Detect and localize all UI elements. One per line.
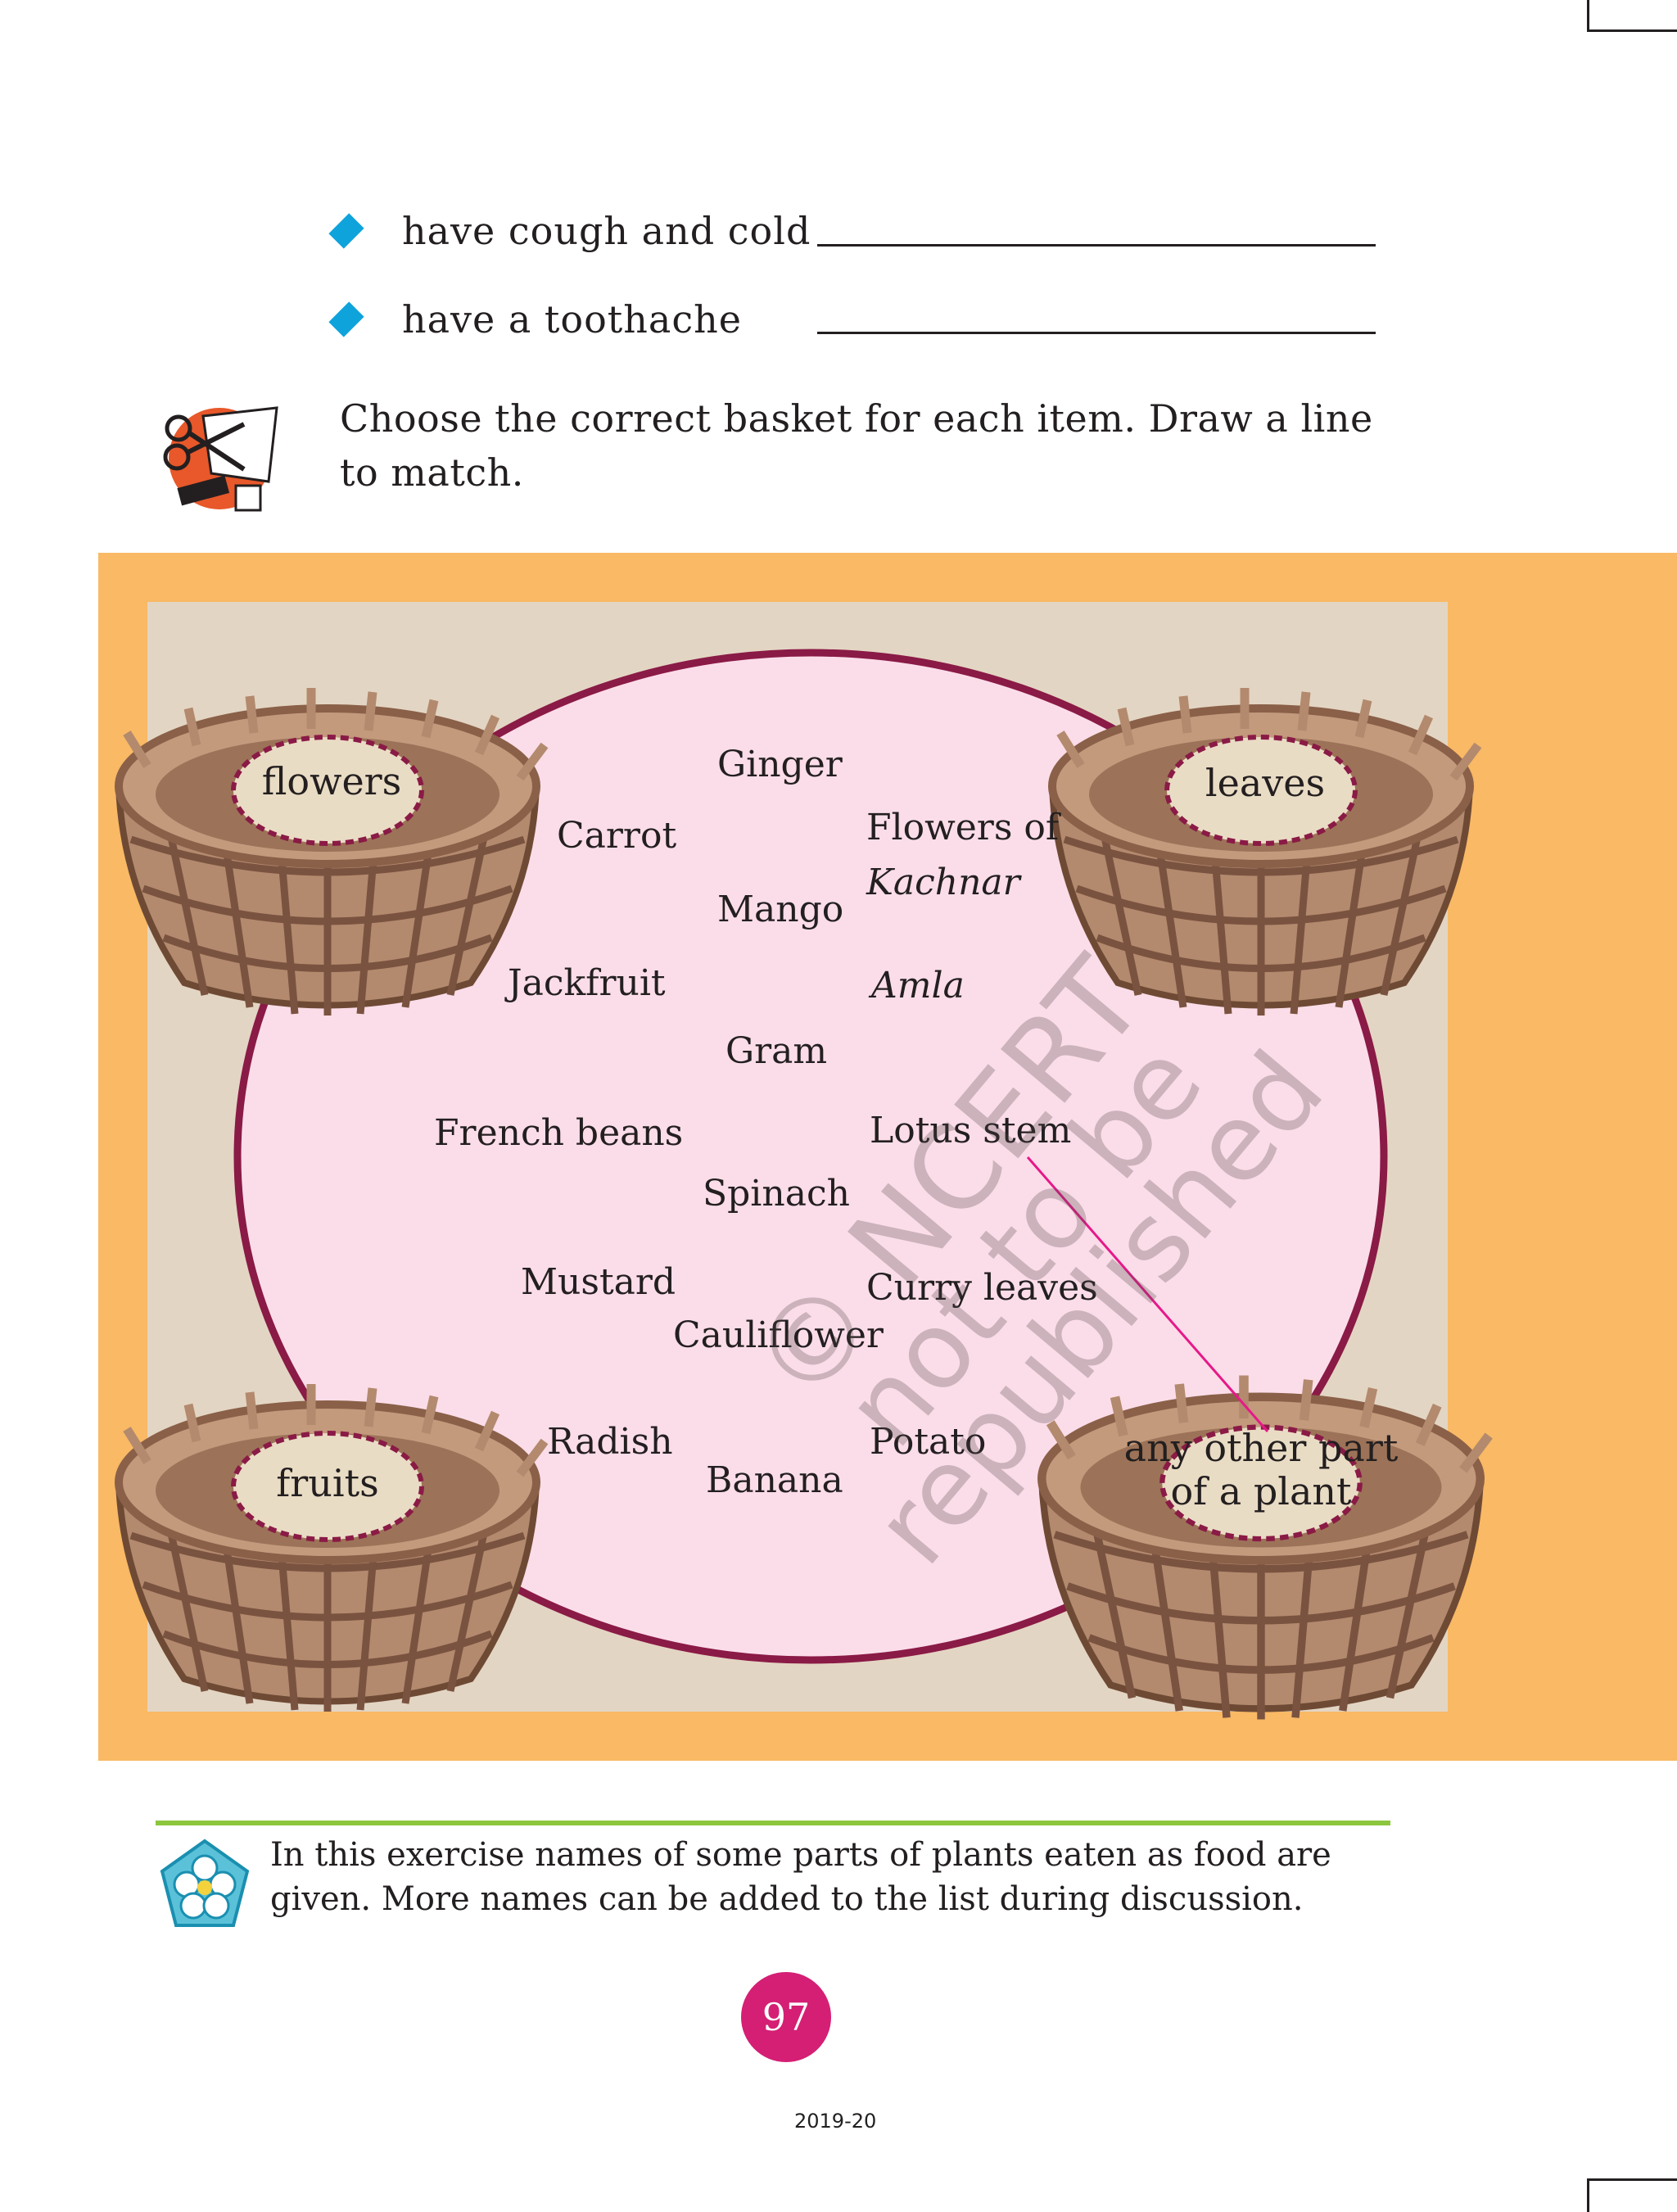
- food-item-ginger[interactable]: Ginger: [717, 744, 843, 785]
- food-item-potato[interactable]: Potato: [870, 1421, 987, 1463]
- food-item-cauliflower[interactable]: Cauliflower: [673, 1314, 884, 1356]
- basket-flowers: [119, 688, 545, 1016]
- food-item-spinach[interactable]: Spinach: [703, 1173, 850, 1215]
- note-divider: [156, 1821, 1390, 1825]
- answer-blank[interactable]: [817, 244, 1376, 247]
- basket-label-flowers: flowers: [261, 759, 402, 803]
- food-item-banana[interactable]: Banana: [706, 1459, 843, 1501]
- flower-note-icon: [160, 1839, 250, 1927]
- page-number-badge: 97: [741, 1972, 831, 2062]
- basket-label-leaves: leaves: [1205, 761, 1326, 805]
- teacher-note: In this exercise names of some parts of …: [270, 1836, 1331, 1918]
- food-item-french-beans[interactable]: French beans: [434, 1112, 684, 1154]
- food-item-mango[interactable]: Mango: [717, 889, 844, 930]
- basket-fruits: [119, 1384, 545, 1712]
- scissors-paper-icon: [163, 406, 278, 512]
- food-item-lotus-stem[interactable]: Lotus stem: [870, 1110, 1072, 1151]
- food-item-gram[interactable]: Gram: [725, 1030, 828, 1072]
- bullet-text: have a toothache: [402, 297, 742, 342]
- food-item-jackfruit[interactable]: Jackfruit: [508, 962, 666, 1004]
- bullet-item-toothache: have a toothache: [328, 295, 742, 344]
- basket-label-fruits: fruits: [276, 1461, 379, 1505]
- food-item-amla[interactable]: Amla: [871, 965, 965, 1006]
- basket-label-other-1: any other part: [1123, 1426, 1399, 1470]
- bullet-text: have cough and cold: [402, 209, 811, 253]
- food-item-kachnar[interactable]: Kachnar: [866, 862, 1020, 903]
- food-item-curry-leaves[interactable]: Curry leaves: [866, 1267, 1098, 1309]
- answer-blank[interactable]: [817, 332, 1376, 334]
- food-item-carrot[interactable]: Carrot: [557, 815, 677, 857]
- crop-mark-bottom-right: [1587, 2178, 1677, 2212]
- instruction-text: Choose the correct basket for each item.…: [340, 396, 1373, 495]
- bullet-item-cough: have cough and cold: [328, 206, 811, 256]
- crop-mark-top-right: [1587, 0, 1677, 32]
- food-item-flowers-of[interactable]: Flowers of: [866, 807, 1060, 848]
- match-line: [1026, 1156, 1269, 1432]
- edition-year: 2019-20: [794, 2110, 877, 2133]
- food-item-mustard[interactable]: Mustard: [521, 1261, 676, 1303]
- basket-label-other-2: of a plant: [1170, 1469, 1352, 1513]
- food-item-radish[interactable]: Radish: [547, 1421, 673, 1463]
